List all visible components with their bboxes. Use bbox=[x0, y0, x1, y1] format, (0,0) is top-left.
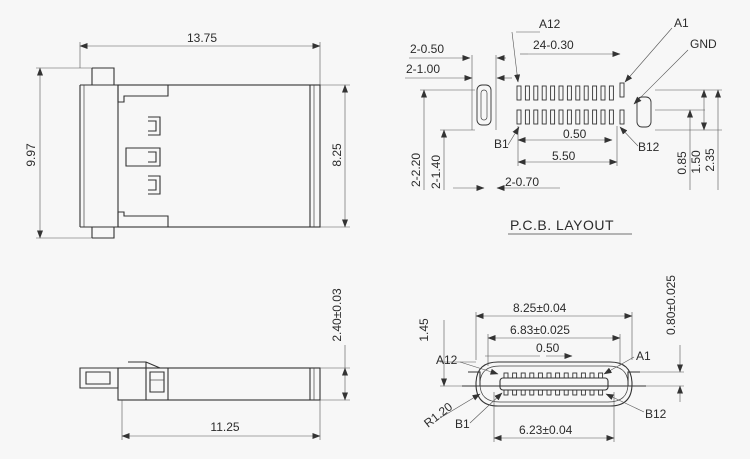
pad-row-a bbox=[516, 85, 614, 101]
pcb-pad-b bbox=[575, 109, 581, 125]
front-thickness-label: 0.80±0.025 bbox=[664, 275, 678, 335]
front-pin-bottom bbox=[598, 389, 604, 396]
front-pin-top bbox=[512, 372, 518, 379]
pcb-pad-a bbox=[583, 85, 589, 101]
front-radius-label: R1.20 bbox=[421, 399, 455, 430]
front-outer-width-label: 8.25±0.04 bbox=[513, 301, 567, 315]
pad-row-b bbox=[516, 109, 614, 125]
front-pin-row bbox=[503, 372, 604, 396]
pcb-pad-a bbox=[533, 85, 539, 101]
front-b1-label: B1 bbox=[455, 417, 470, 431]
front-pin-bottom bbox=[580, 389, 586, 396]
pcb-pad-b bbox=[516, 109, 522, 125]
pcb-dim-2-35-label: 2.35 bbox=[703, 148, 717, 172]
pcb-pad-row-label: 24-0.30 bbox=[533, 38, 574, 52]
pcb-pad-b bbox=[558, 109, 564, 125]
front-offset-label: 1.45 bbox=[417, 318, 431, 342]
front-pin-bottom bbox=[537, 389, 543, 396]
pcb-pad-b bbox=[608, 109, 614, 125]
pcb-b1-label: B1 bbox=[494, 137, 509, 151]
pcb-a12-label: A12 bbox=[539, 17, 561, 31]
pcb-pad-b bbox=[566, 109, 572, 125]
front-b12-label: B12 bbox=[645, 407, 667, 421]
pcb-title: P.C.B. LAYOUT bbox=[510, 217, 614, 233]
top-body-height-label: 8.25 bbox=[330, 143, 344, 167]
pcb-gnd-label: GND bbox=[690, 37, 717, 51]
pcb-pad-a bbox=[524, 85, 530, 101]
pcb-pad-a bbox=[558, 85, 564, 101]
front-pin-bottom bbox=[563, 389, 569, 396]
front-pin-top bbox=[598, 372, 604, 379]
pcb-pad-a bbox=[575, 85, 581, 101]
pcb-b12-label: B12 bbox=[638, 140, 660, 154]
pcb-pad-b bbox=[592, 109, 598, 125]
top-width-label: 13.75 bbox=[187, 31, 217, 45]
pcb-layout: 2-0.50 2-1.00 24-0.30 A12 A1 GND 2-2.20 … bbox=[405, 16, 722, 235]
side-length-label: 11.25 bbox=[210, 420, 239, 434]
side-view: 2.40±0.03 11.25 bbox=[79, 288, 350, 440]
pcb-pad-b bbox=[583, 109, 589, 125]
pcb-slot-1-40-label: 2-1.40 bbox=[429, 155, 443, 189]
front-pin-top bbox=[529, 372, 535, 379]
front-a1-label: A1 bbox=[636, 349, 651, 363]
pcb-pad-a bbox=[608, 85, 614, 101]
pcb-slot-0-70-label: 2-0.70 bbox=[505, 175, 539, 189]
front-inner-width-label: 6.83±0.025 bbox=[510, 323, 570, 337]
side-height-label: 2.40±0.03 bbox=[330, 288, 344, 342]
pcb-pad-a bbox=[541, 85, 547, 101]
front-pin-top bbox=[546, 372, 552, 379]
front-pin-top bbox=[503, 372, 509, 379]
front-opening-width-label: 6.23±0.04 bbox=[519, 423, 573, 437]
front-pin-top bbox=[572, 372, 578, 379]
front-pin-bottom bbox=[589, 389, 595, 396]
front-view: 8.25±0.04 6.83±0.025 0.50 1.45 A12 R1.20… bbox=[417, 275, 684, 442]
pcb-pad-a bbox=[516, 85, 522, 101]
top-view: 13.75 9.97 8.25 bbox=[24, 31, 350, 239]
front-pin-top bbox=[563, 372, 569, 379]
pcb-pad-b bbox=[541, 109, 547, 125]
pcb-slot-2-20-label: 2-2.20 bbox=[409, 153, 423, 187]
front-pin-bottom bbox=[572, 389, 578, 396]
front-pin-bottom bbox=[546, 389, 552, 396]
pcb-pad-a bbox=[550, 85, 556, 101]
front-a12-label: A12 bbox=[436, 353, 458, 367]
pcb-pad-a bbox=[566, 85, 572, 101]
pcb-pad-a bbox=[600, 85, 606, 101]
pcb-dim-1-50-label: 1.50 bbox=[689, 150, 703, 174]
front-pin-bottom bbox=[529, 389, 535, 396]
front-pin-bottom bbox=[555, 389, 561, 396]
pcb-dim-0-85-label: 0.85 bbox=[675, 151, 689, 175]
front-pin-top bbox=[580, 372, 586, 379]
front-pin-top bbox=[537, 372, 543, 379]
pcb-pad-b bbox=[550, 109, 556, 125]
front-pin-bottom bbox=[512, 389, 518, 396]
front-pin-bottom bbox=[520, 389, 526, 396]
front-pin-bottom bbox=[503, 389, 509, 396]
pcb-pad-b bbox=[524, 109, 530, 125]
front-pin-top bbox=[520, 372, 526, 379]
pcb-slot-width-label: 2-0.50 bbox=[410, 42, 444, 56]
top-height-label: 9.97 bbox=[24, 143, 38, 167]
pcb-pad-b bbox=[533, 109, 539, 125]
pcb-pad-b bbox=[600, 109, 606, 125]
front-pitch-label: 0.50 bbox=[536, 341, 560, 355]
front-pin-top bbox=[589, 372, 595, 379]
pcb-span-label: 5.50 bbox=[552, 149, 576, 163]
front-pin-top bbox=[555, 372, 561, 379]
pcb-a1-label: A1 bbox=[674, 16, 689, 30]
pcb-pad-a bbox=[592, 85, 598, 101]
pcb-slot-length-label: 2-1.00 bbox=[406, 62, 440, 76]
pcb-pitch-label: 0.50 bbox=[563, 127, 587, 141]
